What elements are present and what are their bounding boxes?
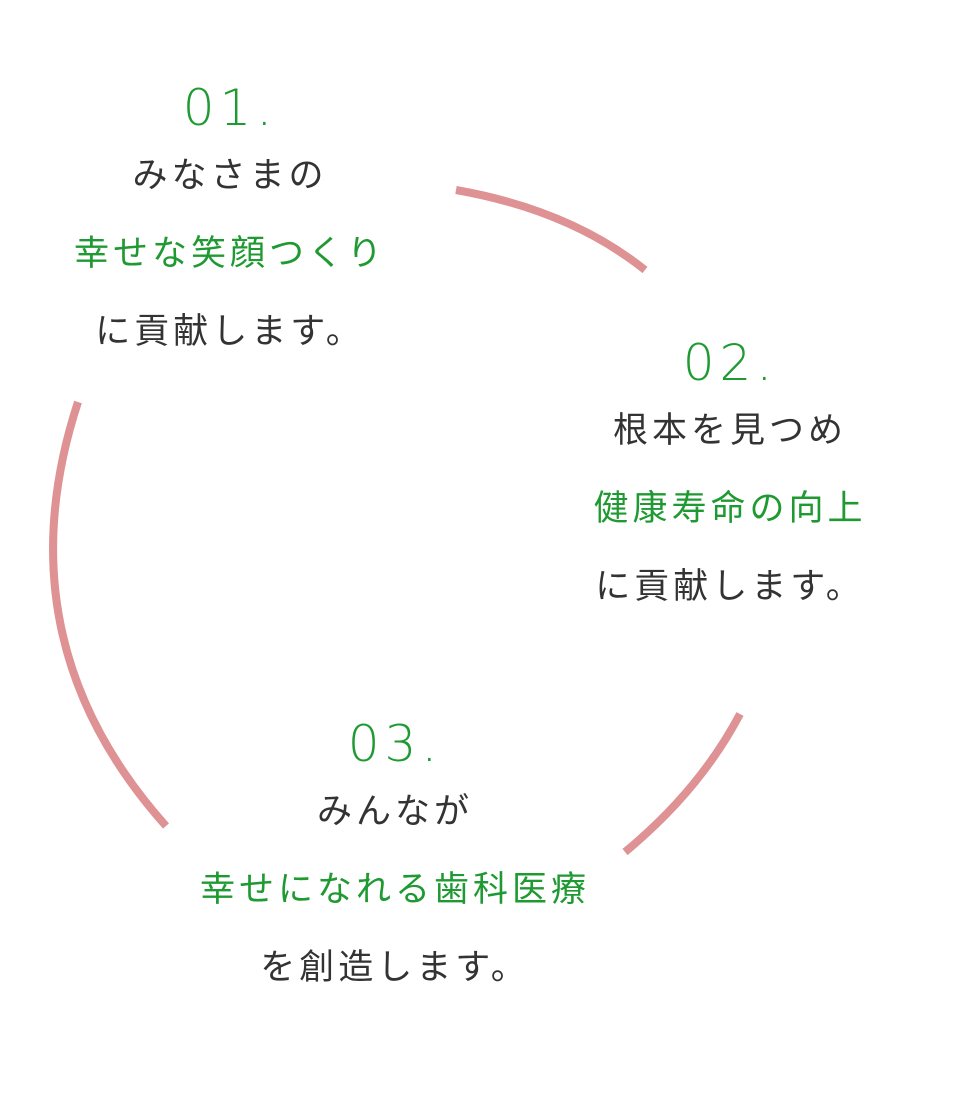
- step-text: みんなが: [316, 792, 473, 832]
- cycle-step-3: 03. みんなが 幸せになれる歯科医療 を創造します。: [160, 716, 630, 990]
- step-text: みなさまの: [132, 156, 328, 196]
- step-text: に貢献します。: [595, 567, 865, 607]
- step-text: を創造します。: [260, 948, 530, 988]
- step-highlight: 健康寿命の向上: [593, 489, 867, 529]
- step-highlight: 幸せな笑顔つくり: [73, 234, 386, 274]
- step-text: 根本を見つめ: [612, 411, 847, 451]
- cycle-step-1: 01. みなさまの 幸せな笑顔つくり に貢献します。: [40, 80, 420, 354]
- cycle-arc-top-right: [455, 186, 648, 274]
- step-number: 01.: [182, 79, 278, 137]
- step-number: 03.: [347, 715, 443, 773]
- step-text: に貢献します。: [95, 312, 365, 352]
- cycle-arc-bottom-right: [622, 712, 744, 856]
- step-number: 02.: [682, 334, 778, 392]
- step-highlight: 幸せになれる歯科医療: [199, 870, 590, 910]
- cycle-arc-left: [49, 400, 169, 829]
- cycle-step-2: 02. 根本を見つめ 健康寿命の向上 に貢献します。: [540, 335, 920, 609]
